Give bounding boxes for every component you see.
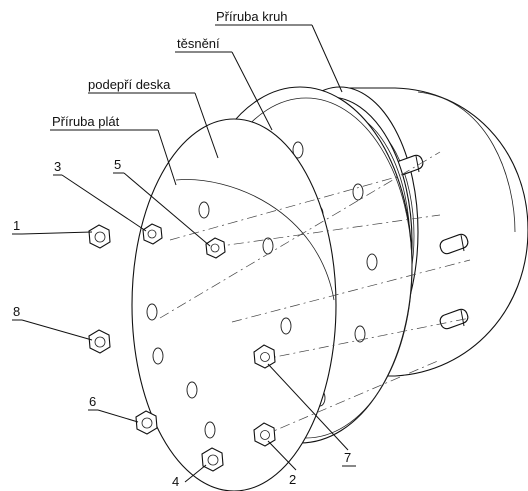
leader-callout-8 xyxy=(12,319,93,341)
label-support-plate: podepří deska xyxy=(88,77,171,92)
callout-3: 3 xyxy=(54,159,61,174)
callout-2: 2 xyxy=(289,472,296,487)
leader-callout-1 xyxy=(12,231,93,235)
leader-support-plate xyxy=(88,92,219,159)
plate-nut-2 xyxy=(253,422,276,447)
axis-lines xyxy=(159,151,471,437)
callout-5: 5 xyxy=(114,157,121,172)
loose-nut-1 xyxy=(88,224,111,249)
label-flange-plate: Příruba plát xyxy=(52,114,120,129)
callout-6: 6 xyxy=(89,394,96,409)
plate-nut-7 xyxy=(253,344,276,369)
ring-bolt-3 xyxy=(439,233,469,255)
leader-callout-2 xyxy=(267,440,297,471)
plate-nut-3 xyxy=(142,223,163,245)
callout-8: 8 xyxy=(13,304,20,319)
leader-callout-6 xyxy=(88,409,139,423)
label-gasket: těsnění xyxy=(177,36,220,51)
leader-callout-4 xyxy=(184,464,207,483)
plate-nut-5 xyxy=(205,237,226,259)
leader-flange-ring xyxy=(215,24,343,93)
leader-callout-7 xyxy=(267,363,356,467)
leader-callout-3 xyxy=(53,174,147,232)
loose-nut-6 xyxy=(135,410,158,435)
leader-callout-5 xyxy=(113,172,211,247)
label-flange-ring: Příruba kruh xyxy=(216,9,288,24)
flange-plate xyxy=(131,118,337,491)
callout-1: 1 xyxy=(13,218,20,233)
leader-flange-plate xyxy=(50,129,177,186)
loose-nut-8 xyxy=(88,329,111,354)
leader-gasket xyxy=(175,51,273,131)
loose-nut-4 xyxy=(201,447,224,472)
callout-4: 4 xyxy=(172,474,179,489)
callout-7: 7 xyxy=(344,450,351,465)
